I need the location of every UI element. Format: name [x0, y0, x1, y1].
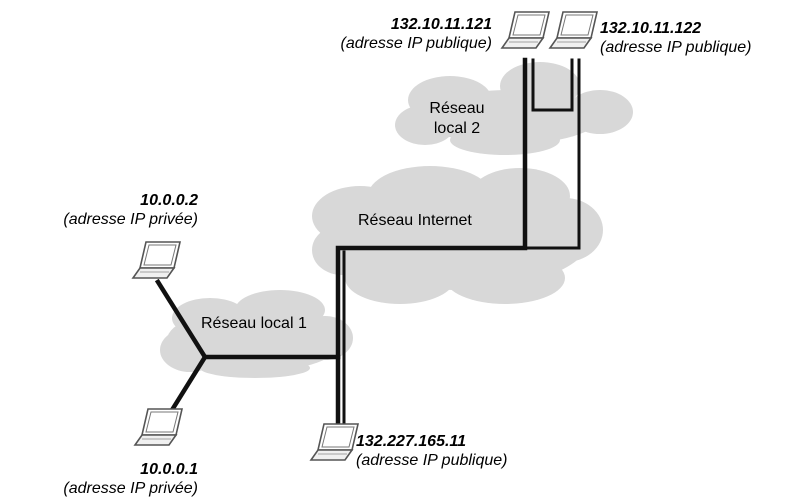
host-ip-type: (adresse IP publique): [600, 39, 752, 56]
host-ip-type: (adresse IP privée): [63, 211, 198, 228]
host-ip: 10.0.0.2: [140, 192, 198, 209]
host-ip-type: (adresse IP privée): [63, 480, 198, 497]
link-internet-backbone: [335, 57, 528, 428]
host-ip: 132.227.165.11: [356, 433, 467, 450]
cloud-local-network-2: [395, 62, 633, 155]
laptop-icon: [310, 423, 359, 461]
host-ip: 132.10.11.121: [390, 16, 492, 33]
cloud-internet: [312, 166, 603, 304]
link-host-132-10-11-121: [531, 58, 574, 112]
host-ip-type: (adresse IP publique): [340, 35, 493, 52]
link-host-10-0-0-2: [154, 278, 209, 361]
laptop-icon: [501, 11, 550, 49]
host-label-132-227-165-11: 132.227.165.11 (adresse IP publique): [356, 432, 508, 470]
host-ip-type: (adresse IP publique): [356, 452, 508, 469]
host-label-10-0-0-2: 10.0.0.2 (adresse IP privée): [2, 191, 198, 229]
host-ip: 132.10.11.122: [600, 20, 702, 37]
host-label-10-0-0-1: 10.0.0.1 (adresse IP privée): [2, 460, 198, 498]
laptop-icon: [134, 408, 183, 446]
network-label-local-2: Réseau local 2: [422, 99, 492, 139]
host-label-132-10-11-122: 132.10.11.122 (adresse IP publique): [600, 19, 752, 57]
link-host-10-0-0-1: [168, 353, 209, 414]
host-ip: 10.0.0.1: [140, 461, 198, 478]
host-label-132-10-11-121: 132.10.11.121 (adresse IP publique): [250, 15, 493, 53]
network-label-local-2-line-1: Réseau: [429, 100, 485, 117]
link-host-132-10-11-122: [526, 58, 581, 250]
network-label-internet: Réseau Internet: [358, 212, 472, 229]
network-label-local-2-line-2: local 2: [433, 120, 481, 137]
connection-lines: [154, 57, 581, 428]
laptop-icon: [132, 241, 181, 279]
laptop-icon: [549, 11, 598, 49]
network-label-local-1: Réseau local 1: [201, 315, 307, 332]
